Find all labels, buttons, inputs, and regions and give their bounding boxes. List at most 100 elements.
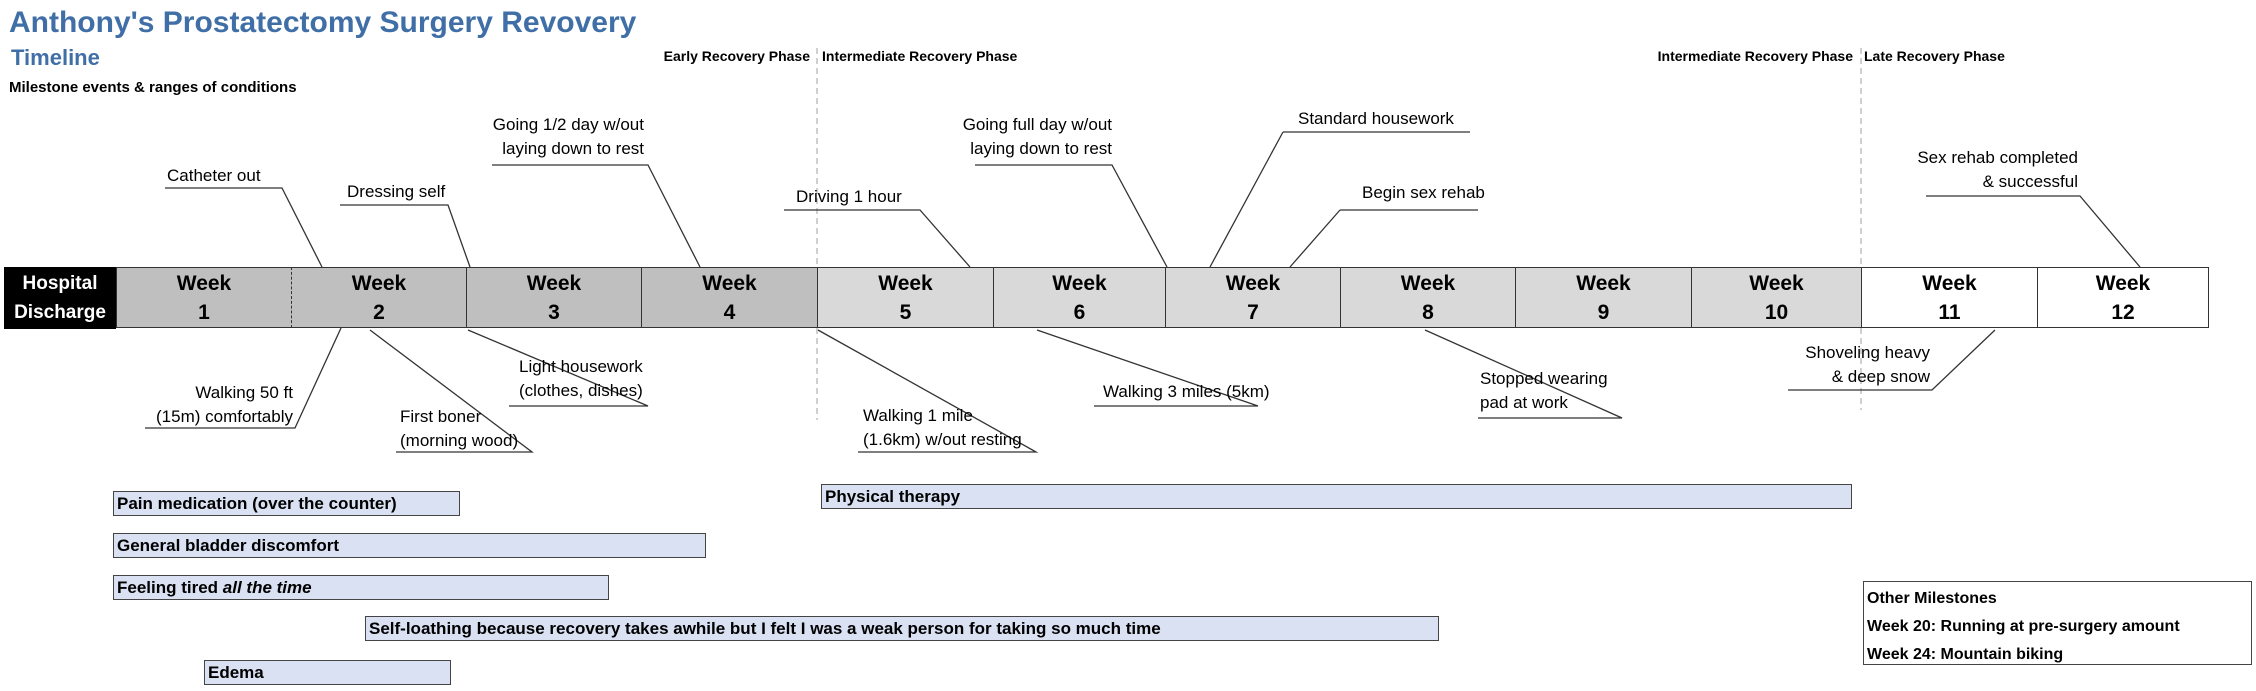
event-stopped-pad-line1: Stopped wearing	[1480, 369, 1608, 388]
condition-edema: Edema	[204, 660, 451, 685]
leader-walk3mi	[1036, 329, 1259, 407]
event-walking-50ft: Walking 50 ft (15m) comfortably	[110, 381, 293, 429]
condition-feeling-tired-text: Feeling tired	[117, 578, 223, 597]
leader-half-day	[492, 164, 701, 268]
week-label: Week	[1052, 271, 1107, 295]
week-number: 10	[1764, 300, 1789, 324]
week-4-cell: Week 4	[641, 267, 818, 328]
week-label: Week	[1400, 271, 1456, 295]
event-half-day: Going 1/2 day w/out laying down to rest	[460, 113, 644, 161]
week-number: 2	[373, 300, 385, 324]
week-number: 8	[1422, 300, 1434, 324]
week-number: 12	[2111, 300, 2135, 324]
hospital-line2: Discharge	[14, 302, 106, 323]
other-milestone-week-24: Week 24: Mountain biking	[1867, 646, 2064, 663]
week-7-cell: Week 7	[1165, 267, 1341, 328]
event-full-day-line1: Going full day w/out	[962, 115, 1112, 134]
event-stopped-pad-line2: pad at work	[1480, 393, 1568, 412]
week-number: 4	[723, 300, 736, 324]
event-stopped-pad: Stopped wearing pad at work	[1480, 367, 1608, 415]
week-label: Week	[1922, 271, 1977, 295]
condition-feeling-tired-emphasis: all the time	[222, 578, 312, 597]
event-walking-50ft-line2: (15m) comfortably	[156, 407, 293, 426]
condition-self-loathing: Self-loathing because recovery takes awh…	[365, 616, 1439, 641]
week-5-cell: Week 5	[817, 267, 994, 328]
week-label: Week	[526, 271, 582, 295]
leader-light-housework	[467, 329, 649, 407]
week-number: 11	[1938, 300, 1961, 324]
leader-walk50	[145, 327, 342, 429]
leader-boner-a	[369, 329, 534, 453]
event-sex-rehab-done-line1: Sex rehab completed	[1917, 148, 2078, 167]
other-milestones-title: Other Milestones	[1867, 590, 1997, 607]
hospital-discharge-marker: Hospital Discharge	[4, 267, 116, 329]
event-catheter-out: Catheter out	[167, 166, 261, 185]
event-shoveling-snow: Shoveling heavy & deep snow	[1760, 341, 1930, 389]
page-subtitle: Timeline	[11, 45, 100, 70]
week-label: Week	[2095, 271, 2151, 295]
event-begin-sex-rehab: Begin sex rehab	[1362, 183, 1485, 202]
event-shoveling-snow-line1: Shoveling heavy	[1805, 343, 1930, 362]
hospital-line1: Hospital	[22, 273, 98, 294]
event-first-boner-line1: First boner	[400, 407, 482, 426]
week-label: Week	[702, 271, 757, 295]
condition-feeling-tired: Feeling tired all the time	[113, 575, 609, 600]
event-half-day-line1: Going 1/2 day w/out	[492, 115, 644, 134]
week-number: 9	[1597, 300, 1610, 324]
condition-physical-therapy: Physical therapy	[821, 484, 1852, 509]
leader-sex-done	[1926, 195, 2141, 268]
condition-pain-medication: Pain medication (over the counter)	[113, 491, 460, 516]
week-label: Week	[351, 271, 407, 295]
week-label: Week	[1749, 271, 1804, 295]
leader-housework	[1209, 131, 1284, 268]
event-walking-1-mile-line2: (1.6km) w/out resting	[863, 430, 1022, 449]
week-number: 5	[899, 300, 912, 324]
event-shoveling-snow-line2: & deep snow	[1831, 367, 1930, 386]
event-standard-housework: Standard housework	[1298, 109, 1454, 128]
week-3-cell: Week 3	[466, 267, 642, 328]
week-number: 6	[1073, 300, 1086, 324]
event-light-housework-line2: (clothes, dishes)	[519, 381, 643, 400]
leader-catheter	[165, 187, 323, 268]
week-9-cell: Week 9	[1515, 267, 1692, 328]
week-number: 3	[548, 300, 560, 324]
leader-dressing	[340, 204, 471, 268]
week-2-cell: Week 2	[291, 267, 467, 328]
event-sex-rehab-done: Sex rehab completed & successful	[1880, 146, 2078, 194]
week-label: Week	[878, 271, 933, 295]
event-walking-1-mile: Walking 1 mile (1.6km) w/out resting	[863, 404, 1022, 452]
event-light-housework-line1: Light housework	[519, 357, 643, 376]
week-12-cell: Week 12	[2037, 267, 2209, 328]
event-walking-3-miles: Walking 3 miles (5km)	[1103, 382, 1270, 401]
week-6-cell: Week 6	[993, 267, 1166, 328]
event-walking-1-mile-line1: Walking 1 mile	[863, 406, 973, 425]
leader-shovel	[1788, 329, 1996, 391]
week-number: 7	[1247, 300, 1259, 324]
event-sex-rehab-done-line2: & successful	[1982, 172, 2078, 191]
leader-full-day	[975, 164, 1168, 268]
leader-walk1mi	[817, 329, 1039, 453]
phase-label-intermediate-start: Intermediate Recovery Phase	[822, 48, 1018, 64]
week-8-cell: Week 8	[1340, 267, 1516, 328]
event-full-day: Going full day w/out laying down to rest	[928, 113, 1112, 161]
event-driving: Driving 1 hour	[796, 187, 902, 206]
leader-pad	[1424, 329, 1623, 419]
other-milestones-box: Other Milestones Week 20: Running at pre…	[1863, 581, 2252, 665]
week-label: Week	[176, 271, 232, 295]
week-number: 1	[198, 300, 210, 324]
page-title: Anthony's Prostatectomy Surgery Revovery	[9, 6, 637, 39]
page-caption: Milestone events & ranges of conditions	[9, 79, 297, 96]
week-10-cell: Week 10	[1691, 267, 1862, 328]
week-label: Week	[1576, 271, 1631, 295]
phase-label-intermediate-end: Intermediate Recovery Phase	[1657, 48, 1853, 64]
leader-sex-rehab	[1289, 209, 1341, 268]
event-first-boner-line2: (morning wood)	[400, 431, 519, 450]
week-label: Week	[1225, 271, 1281, 295]
event-walking-50ft-line1: Walking 50 ft	[195, 383, 293, 402]
event-dressing-self: Dressing self	[347, 182, 446, 201]
event-half-day-line2: laying down to rest	[502, 139, 644, 158]
leader-driving	[784, 209, 971, 268]
week-11-cell: Week 11	[1861, 267, 2038, 328]
event-full-day-line2: laying down to rest	[970, 139, 1112, 158]
